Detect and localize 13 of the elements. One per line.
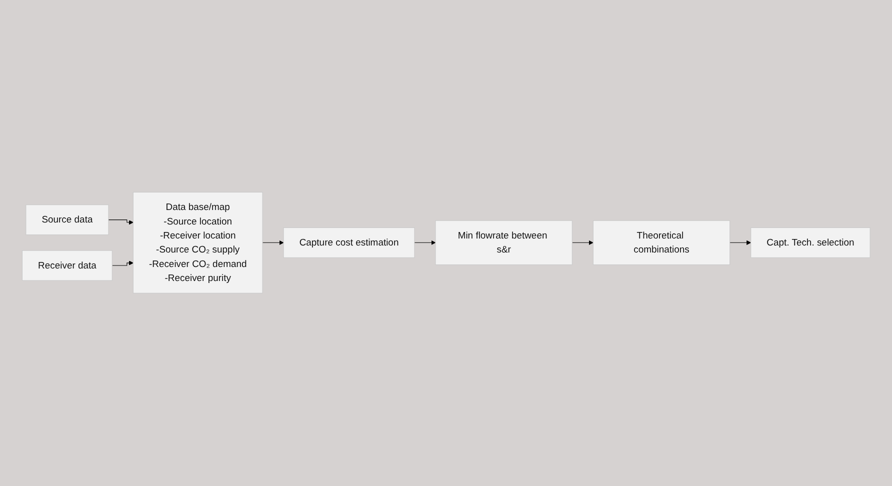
- arrow: [108, 220, 134, 226]
- node-box: Min flowrate between s&r: [435, 220, 572, 266]
- node-box: Data base/map -Source location -Receiver location -Source CO₂ supply -Receiver CO₂ demand -Receiver purity: [132, 192, 263, 294]
- node-box: Capture cost estimation: [283, 228, 415, 258]
- arrow: [262, 240, 284, 246]
- arrow: [112, 260, 134, 266]
- node-box: Source data: [26, 204, 109, 236]
- arrow: [572, 240, 594, 246]
- arrow: [729, 240, 751, 246]
- node-box: Receiver data: [22, 250, 112, 282]
- node-box: Capt. Tech. selection: [750, 228, 870, 258]
- node-box: Theoretical combinations: [592, 220, 730, 266]
- arrow: [414, 240, 436, 246]
